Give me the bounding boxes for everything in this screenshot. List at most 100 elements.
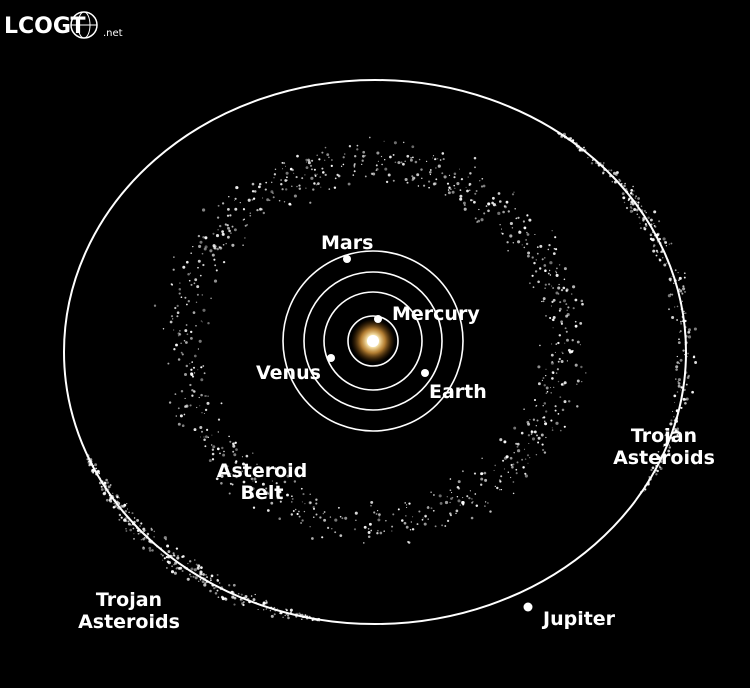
asteroid-particle (242, 219, 244, 221)
asteroid-particle (647, 216, 650, 219)
asteroid-particle (249, 212, 252, 214)
asteroid-particle (674, 395, 676, 397)
asteroid-particle (249, 214, 252, 217)
asteroid-particle (507, 471, 510, 474)
asteroid-particle (190, 368, 193, 371)
asteroid-particle (380, 155, 383, 158)
asteroid-particle (392, 179, 395, 182)
asteroid-particle (420, 168, 423, 171)
asteroid-particle (674, 306, 676, 308)
asteroid-particle (129, 528, 133, 532)
asteroid-particle (404, 177, 408, 182)
asteroid-particle (657, 450, 660, 453)
asteroid-particle (106, 481, 109, 484)
asteroid-particle (116, 495, 119, 499)
lcogt-logo[interactable]: LCOGT .net (4, 11, 123, 39)
asteroid-particle (215, 234, 220, 238)
asteroid-particle (551, 343, 553, 345)
asteroid-particle (688, 328, 691, 332)
asteroid-particle (186, 577, 190, 581)
asteroid-particle (653, 210, 657, 214)
asteroid-particle (227, 208, 230, 211)
asteroid-particle (679, 289, 683, 293)
asteroid-particle (649, 218, 653, 222)
asteroid-particle (392, 513, 395, 516)
asteroid-particle (285, 171, 289, 175)
asteroid-particle (552, 318, 555, 322)
asteroid-particle (339, 515, 342, 518)
asteroid-particle (200, 378, 204, 382)
asteroid-particle (580, 365, 583, 369)
asteroid-particle (691, 390, 694, 394)
asteroid-particle (624, 182, 626, 185)
asteroid-particle (513, 426, 517, 430)
asteroid-particle (192, 311, 196, 314)
asteroid-particle (550, 361, 554, 365)
asteroid-particle (539, 267, 542, 270)
asteroid-particle (556, 267, 558, 270)
venus-label: Venus (256, 362, 321, 384)
asteroid-particle (177, 566, 181, 570)
asteroid-particle (219, 224, 222, 228)
asteroid-particle (622, 196, 626, 200)
asteroid-particle (289, 167, 293, 171)
asteroid-particle (542, 297, 546, 301)
asteroid-particle (204, 435, 208, 439)
asteroid-particle (543, 451, 547, 454)
asteroid-particle (480, 218, 484, 222)
asteroid-particle (528, 218, 532, 222)
asteroid-particle (537, 382, 541, 386)
asteroid-particle (551, 427, 553, 429)
asteroid-particle (460, 178, 463, 181)
asteroid-particle (687, 335, 692, 339)
asteroid-particle (411, 145, 415, 149)
asteroid-particle (687, 352, 689, 355)
asteroid-particle (304, 614, 307, 617)
asteroid-particle (233, 199, 236, 201)
asteroid-particle (466, 495, 469, 498)
asteroid-particle (512, 242, 515, 244)
asteroid-particle (251, 190, 255, 193)
asteroid-particle (541, 300, 543, 303)
asteroid-belt-particles (153, 136, 587, 544)
asteroid-particle (446, 182, 450, 185)
asteroid-particle (451, 190, 455, 194)
asteroid-particle (672, 410, 674, 412)
asteroid-particle (377, 518, 381, 522)
asteroid-particle (574, 363, 578, 367)
asteroid-particle (186, 333, 189, 336)
asteroid-particle (677, 272, 679, 274)
asteroid-particle (217, 229, 219, 231)
asteroid-particle (540, 433, 544, 437)
asteroid-particle (424, 516, 427, 518)
asteroid-particle (685, 383, 688, 386)
asteroid-particle (95, 467, 97, 470)
trojans-left-label-line2: Asteroids (78, 611, 180, 633)
asteroid-particle (323, 518, 327, 522)
asteroid-particle (453, 172, 457, 176)
asteroid-particle (651, 231, 654, 234)
asteroid-particle (176, 556, 180, 560)
asteroid-particle (537, 441, 540, 444)
asteroid-particle (581, 302, 584, 306)
asteroid-particle (177, 358, 181, 361)
asteroid-particle (185, 324, 188, 326)
asteroid-particle (632, 210, 634, 212)
asteroid-particle (195, 324, 197, 327)
asteroid-particle (427, 506, 429, 508)
asteroid-particle (455, 509, 459, 513)
asteroid-particle (123, 518, 127, 522)
asteroid-particle (201, 574, 203, 576)
asteroid-particle (201, 294, 204, 296)
asteroid-particle (567, 348, 571, 352)
asteroid-particle (469, 490, 471, 492)
asteroid-particle (275, 482, 278, 485)
asteroid-particle (425, 160, 428, 163)
asteroid-particle (678, 338, 680, 341)
asteroid-particle (565, 303, 568, 306)
asteroid-particle (201, 412, 203, 414)
asteroid-particle (204, 245, 208, 249)
asteroid-particle (406, 154, 410, 158)
asteroid-particle (162, 559, 164, 561)
asteroid-particle (229, 440, 232, 443)
